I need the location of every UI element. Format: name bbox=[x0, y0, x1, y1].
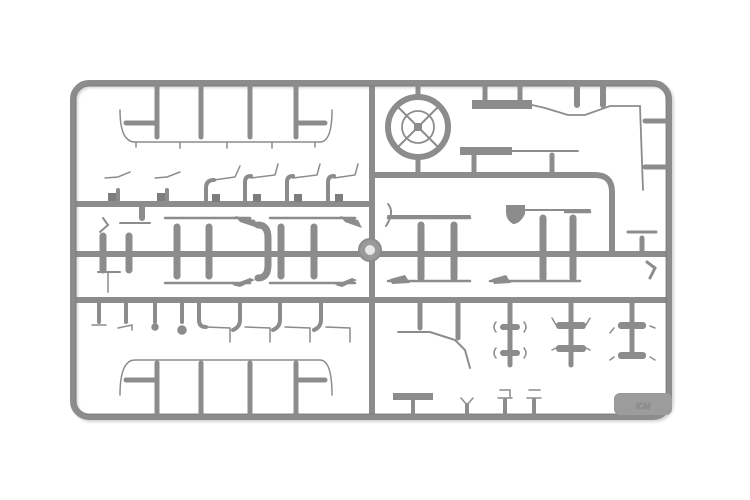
middle-parts bbox=[97, 203, 658, 293]
top-left-parts bbox=[104, 83, 359, 206]
maker-logo: ICM bbox=[636, 402, 651, 411]
maker-logo-tab bbox=[614, 393, 672, 415]
bottom-right-parts: ICM bbox=[393, 300, 672, 419]
bottom-left-parts bbox=[91, 301, 351, 420]
top-right-parts bbox=[385, 83, 672, 191]
